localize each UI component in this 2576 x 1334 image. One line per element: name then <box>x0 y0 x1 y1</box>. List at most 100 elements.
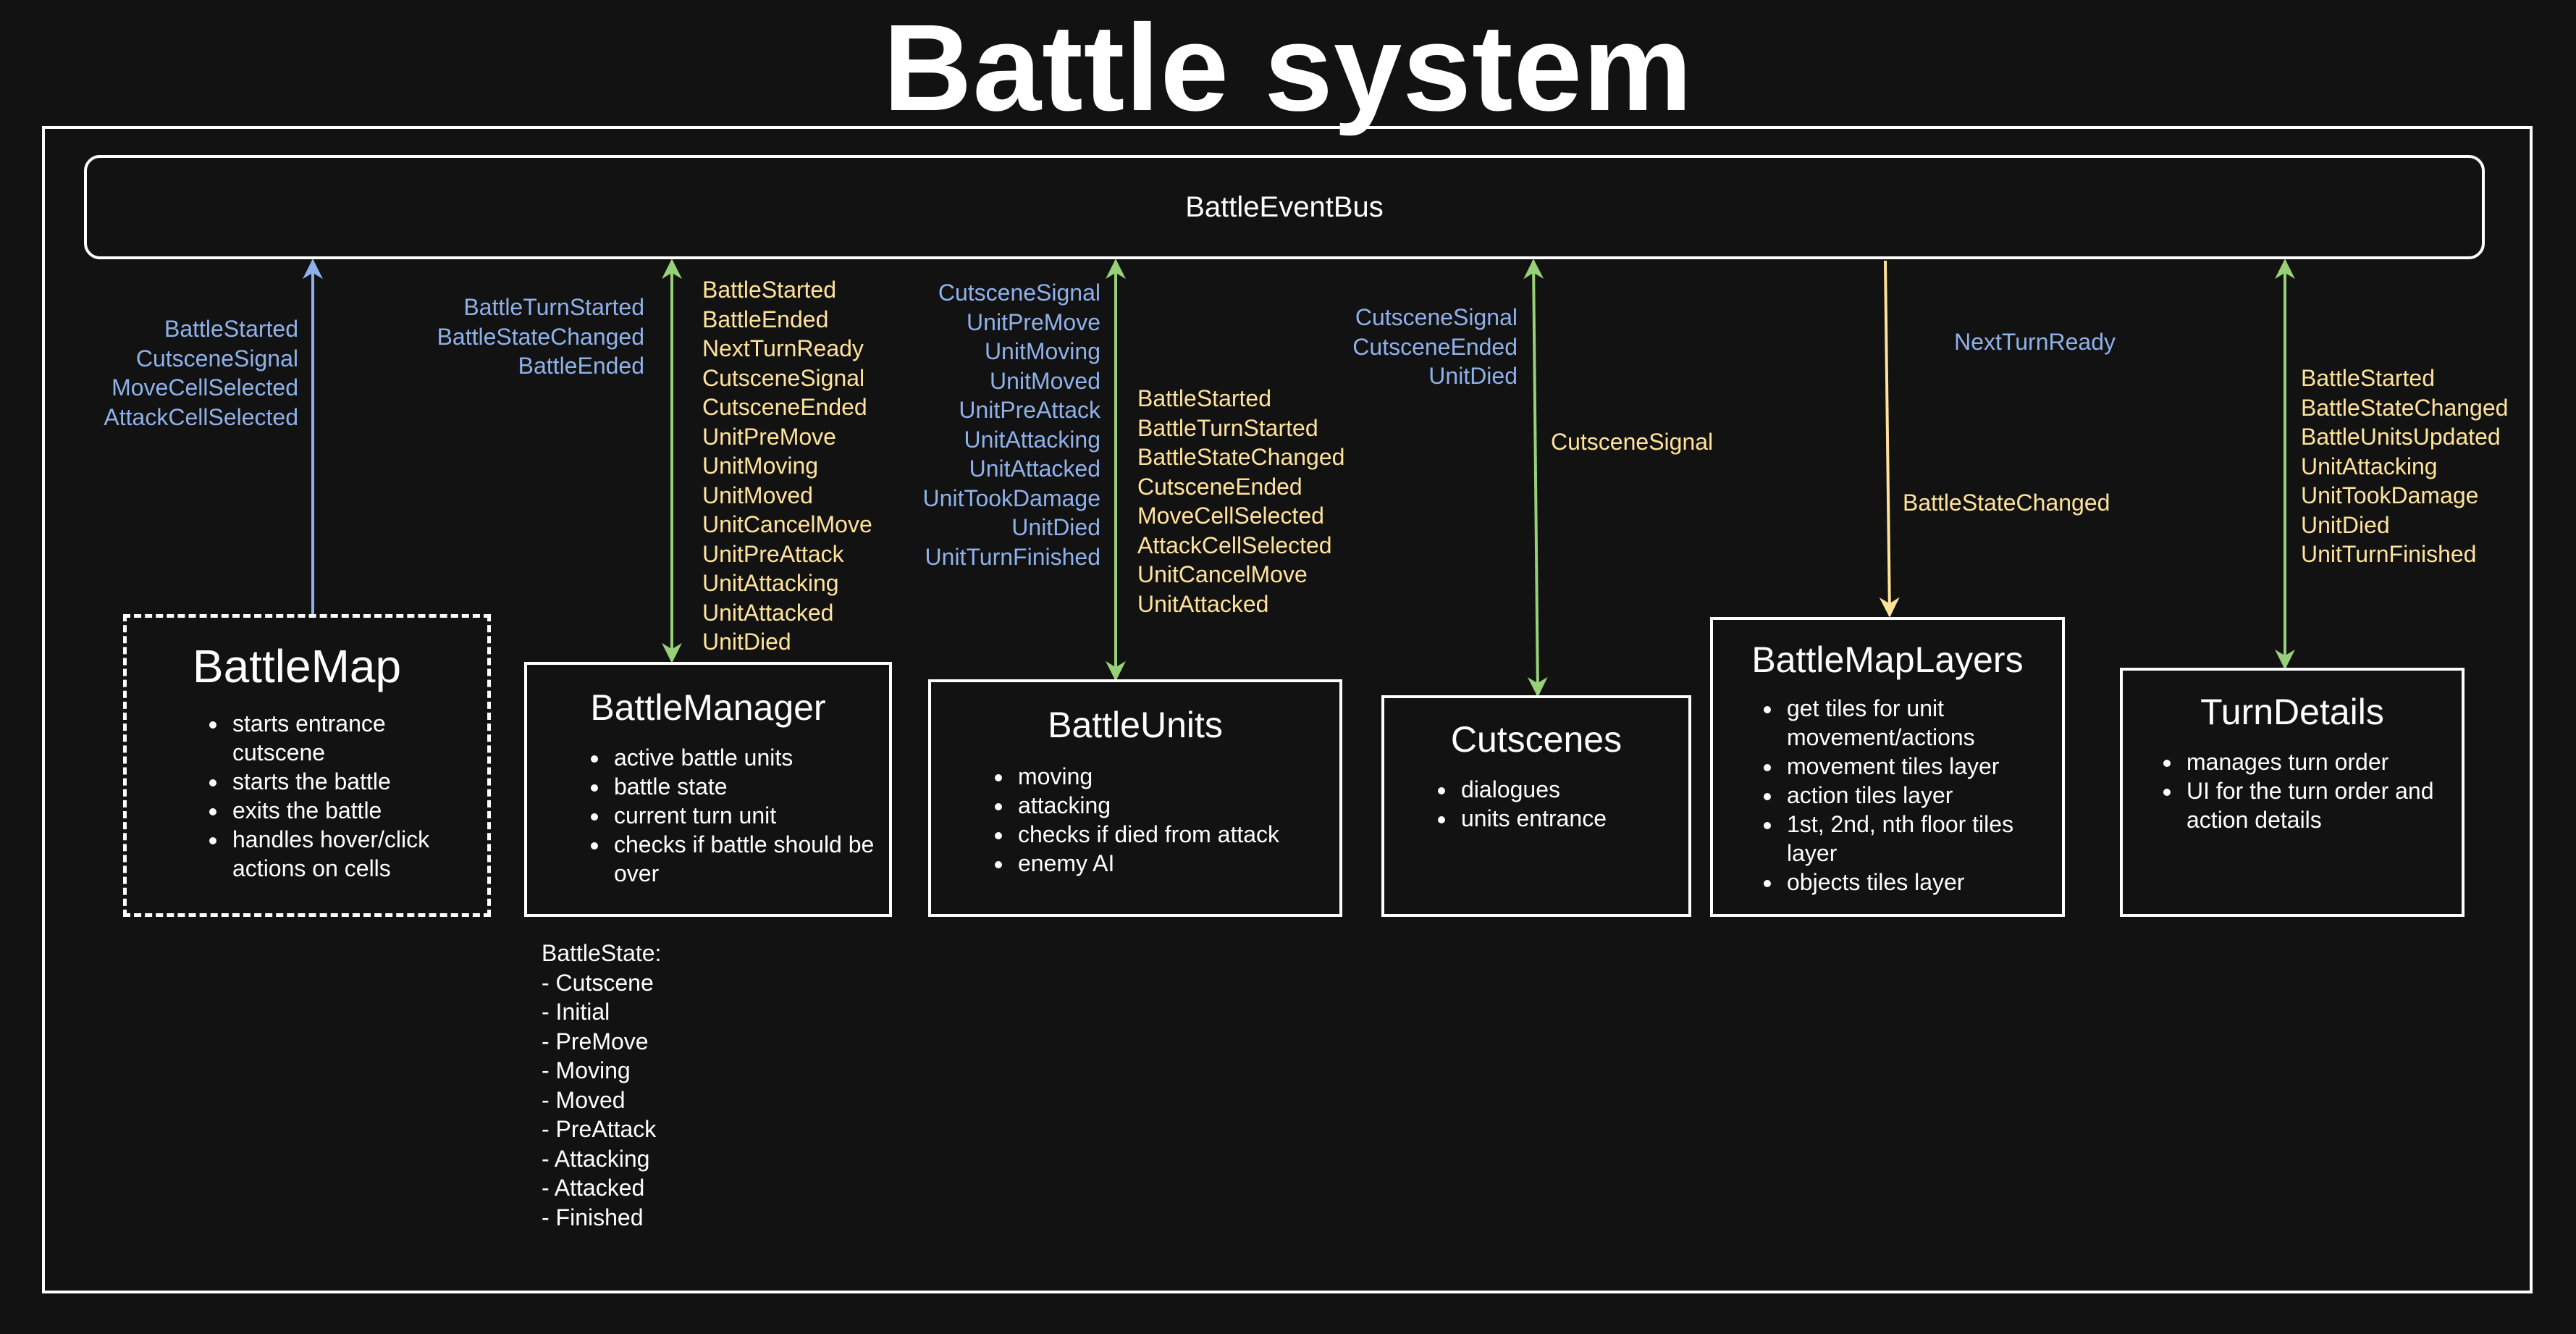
list-item: enemy AI <box>1014 849 1339 878</box>
battle-state-value: - Moving <box>542 1057 631 1083</box>
turndetails-title: TurnDetails <box>2200 692 2384 732</box>
battle-state-value: - Attacked <box>542 1175 645 1201</box>
list-item: dialogues <box>1457 775 1688 804</box>
arrow-bus-cutscenes <box>1523 259 1548 697</box>
list-item: starts entrance cutscene <box>228 709 458 767</box>
battle-state-value: - PreAttack <box>542 1116 657 1142</box>
battlemanager-emits-labels: BattleTurnStarted BattleStateChanged Bat… <box>437 293 644 381</box>
list-item: checks if died from attack <box>1014 820 1339 849</box>
cutscenes-emits-labels: CutsceneSignal CutsceneEnded UnitDied <box>1352 303 1518 391</box>
event-label: BattleStarted <box>702 277 836 303</box>
event-label: AttackCellSelected <box>1137 532 1332 558</box>
battlemaplayers-box: BattleMapLayers get tiles for unit movem… <box>1710 617 2065 917</box>
battle-state-value: - Attacking <box>542 1145 650 1172</box>
list-item: handles hover/click actions on cells <box>228 825 458 883</box>
event-label: CutsceneSignal <box>1551 429 1714 455</box>
event-label: UnitMoved <box>702 482 813 508</box>
battlemap-box: BattleMap starts entrance cutscene start… <box>123 614 491 917</box>
event-label: UnitAttacking <box>2301 453 2438 479</box>
cutscenes-list: dialogues units entrance <box>1384 775 1688 833</box>
event-label: BattleEnded <box>702 306 829 332</box>
event-label: UnitDied <box>1011 514 1100 540</box>
event-label: CutsceneSignal <box>938 280 1100 306</box>
list-item: units entrance <box>1457 804 1688 833</box>
event-label: BattleStarted <box>2301 365 2435 391</box>
event-label: BattleEnded <box>518 353 644 379</box>
event-label: BattleTurnStarted <box>1137 414 1318 441</box>
event-label: UnitAttacking <box>702 570 839 596</box>
list-item: action tiles layer <box>1782 781 2050 810</box>
list-item: moving <box>1014 762 1339 791</box>
turndetails-list: manages turn order UI for the turn order… <box>2123 747 2462 834</box>
battleunits-emits-labels: CutsceneSignal UnitPreMove UnitMoving Un… <box>923 278 1100 571</box>
battlemap-title: BattleMap <box>192 640 402 692</box>
event-label: NextTurnReady <box>702 335 864 361</box>
event-label: UnitMoved <box>990 367 1100 394</box>
event-label: UnitAttacked <box>702 599 834 626</box>
list-item: attacking <box>1014 791 1339 820</box>
event-label: UnitPreMove <box>702 423 836 450</box>
event-label: NextTurnReady <box>1954 329 2116 355</box>
event-label: BattleStateChanged <box>437 323 644 350</box>
list-item: starts the battle <box>228 767 458 796</box>
list-item: battle state <box>610 772 875 801</box>
event-label: UnitPreAttack <box>702 540 844 567</box>
event-label: CutsceneSignal <box>135 345 298 372</box>
battlemaplayers-title: BattleMapLayers <box>1751 639 2024 680</box>
event-label: UnitAttacking <box>964 426 1100 453</box>
event-label: UnitPreMove <box>967 309 1100 335</box>
event-label: UnitMoving <box>984 338 1100 364</box>
battlemap-list: starts entrance cutscene starts the batt… <box>127 709 487 883</box>
battlemanager-list: active battle units battle state current… <box>527 743 889 888</box>
battle-state-value: - PreMove <box>542 1028 649 1054</box>
event-label: MoveCellSelected <box>1137 503 1324 529</box>
event-label: UnitTurnFinished <box>925 543 1100 570</box>
event-label: BattleUnitsUpdated <box>2301 424 2501 450</box>
battleunits-list: moving attacking checks if died from att… <box>931 762 1339 878</box>
cutscenes-title: Cutscenes <box>1450 719 1622 760</box>
list-item: objects tiles layer <box>1782 868 2050 897</box>
battlemanager-title: BattleManager <box>590 687 826 728</box>
event-label: UnitTookDamage <box>922 484 1100 511</box>
event-label: BattleStateChanged <box>1903 490 2110 516</box>
list-item: manages turn order <box>2182 747 2440 776</box>
battle-state-value: - Cutscene <box>542 969 654 996</box>
event-label: UnitAttacked <box>1137 590 1269 617</box>
event-bus-label: BattleEventBus <box>1185 190 1384 223</box>
battle-state-value: - Moved <box>542 1086 626 1113</box>
arrow-bus-to-battlemaplayers <box>1879 260 1900 618</box>
turndetails-listens-labels: BattleStarted BattleStateChanged BattleU… <box>2301 364 2508 569</box>
event-label: UnitTookDamage <box>2301 482 2479 508</box>
event-label: CutsceneEnded <box>702 394 867 420</box>
event-label: UnitDied <box>702 629 791 655</box>
event-label: UnitAttacked <box>969 456 1100 482</box>
list-item: exits the battle <box>228 796 458 825</box>
event-label: UnitCancelMove <box>702 511 872 537</box>
event-label: CutsceneSignal <box>1355 304 1518 330</box>
battle-state-heading: BattleState: <box>542 940 662 966</box>
event-label: MoveCellSelected <box>111 374 298 400</box>
battlemaplayers-list: get tiles for unit movement/actions move… <box>1713 694 2062 897</box>
turndetails-emits-labels: NextTurnReady <box>1954 327 2116 357</box>
event-label: CutsceneEnded <box>1352 333 1518 360</box>
event-label: BattleStateChanged <box>2301 394 2509 421</box>
event-label: UnitMoving <box>702 453 819 479</box>
event-label: AttackCellSelected <box>104 403 298 430</box>
battle-state-value: - Initial <box>542 999 610 1025</box>
battleunits-title: BattleUnits <box>1048 705 1223 745</box>
list-item: get tiles for unit movement/actions <box>1782 694 2050 752</box>
list-item: movement tiles layer <box>1782 752 2050 781</box>
event-label: UnitCancelMove <box>1137 561 1308 587</box>
event-label: CutsceneSignal <box>702 364 865 391</box>
list-item: 1st, 2nd, nth floor tiles layer <box>1782 810 2050 868</box>
turndetails-box: TurnDetails manages turn order UI for th… <box>2120 668 2465 917</box>
event-label: BattleStarted <box>1137 385 1271 411</box>
page-title: Battle system <box>883 0 1693 137</box>
cutscenes-listens-labels: CutsceneSignal <box>1551 427 1713 457</box>
event-label: BattleTurnStarted <box>463 294 644 320</box>
cutscenes-box: Cutscenes dialogues units entrance <box>1381 695 1691 917</box>
list-item: UI for the turn order and action details <box>2182 776 2440 834</box>
battle-state-value: - Finished <box>542 1204 644 1230</box>
battleunits-listens-labels: BattleStarted BattleTurnStarted BattleSt… <box>1137 384 1344 618</box>
